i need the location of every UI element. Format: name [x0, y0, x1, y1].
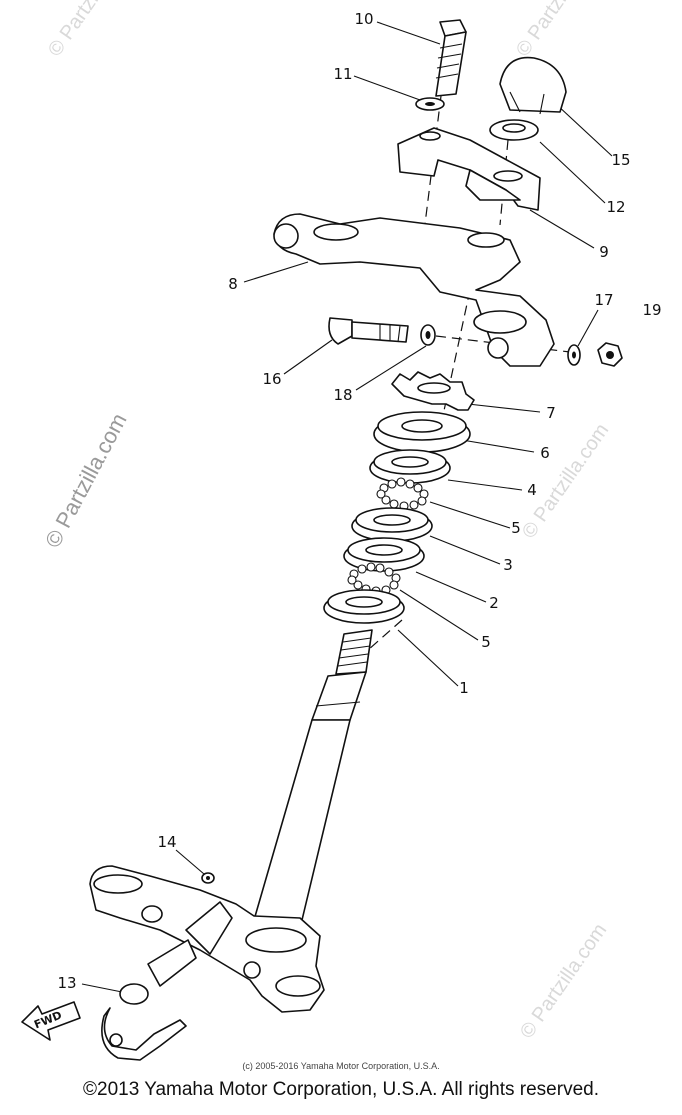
part-19-nut [597, 342, 623, 367]
part-8-upper-bracket [273, 213, 555, 367]
part-label-5-upper: 5 [511, 519, 521, 537]
part-14-bolt [201, 872, 215, 884]
part-label-18: 18 [333, 386, 353, 404]
part-18-washer [420, 324, 436, 346]
part-15-cap-nut [499, 56, 567, 115]
part-3-ball-race [351, 507, 433, 542]
small-copyright-text: (c) 2005-2016 Yamaha Motor Corporation, … [242, 1061, 440, 1071]
part-label-11: 11 [333, 65, 353, 83]
part-label-16: 16 [262, 370, 282, 388]
part-label-1: 1 [459, 679, 469, 697]
part-17-washer [567, 344, 581, 366]
part-label-14: 14 [157, 833, 177, 851]
part-5-balls-upper [376, 477, 429, 511]
part-7-ring-nut [391, 371, 475, 411]
part-label-5-lower: 5 [481, 633, 491, 651]
part-6-cover [373, 411, 471, 453]
part-label-9: 9 [599, 243, 609, 261]
part-12-washer [489, 119, 539, 141]
part-9-handle-holder [397, 127, 541, 211]
part-label-17: 17 [594, 291, 614, 309]
part-2-ball-race [343, 537, 425, 572]
copyright-text: ©2013 Yamaha Motor Corporation, U.S.A. A… [83, 1079, 599, 1100]
part-label-6: 6 [540, 444, 550, 462]
part-label-10: 10 [354, 10, 374, 28]
part-label-12: 12 [606, 198, 626, 216]
part-10-bolt [435, 19, 467, 97]
part-label-4: 4 [527, 481, 537, 499]
part-label-2: 2 [489, 594, 499, 612]
part-label-8: 8 [228, 275, 238, 293]
part-11-washer [415, 97, 445, 111]
part-label-15: 15 [611, 151, 631, 169]
forward-direction-arrow [21, 1001, 81, 1041]
part-label-7: 7 [546, 404, 556, 422]
part-13-steering-lock [101, 939, 197, 1061]
part-1-steering-stem [89, 589, 405, 1013]
part-label-3: 3 [503, 556, 513, 574]
part-16-bolt [328, 317, 409, 345]
part-label-13: 13 [57, 974, 77, 992]
leader-lines [81, 21, 613, 993]
part-4-ball-race [369, 449, 451, 484]
part-label-19: 19 [642, 301, 662, 319]
